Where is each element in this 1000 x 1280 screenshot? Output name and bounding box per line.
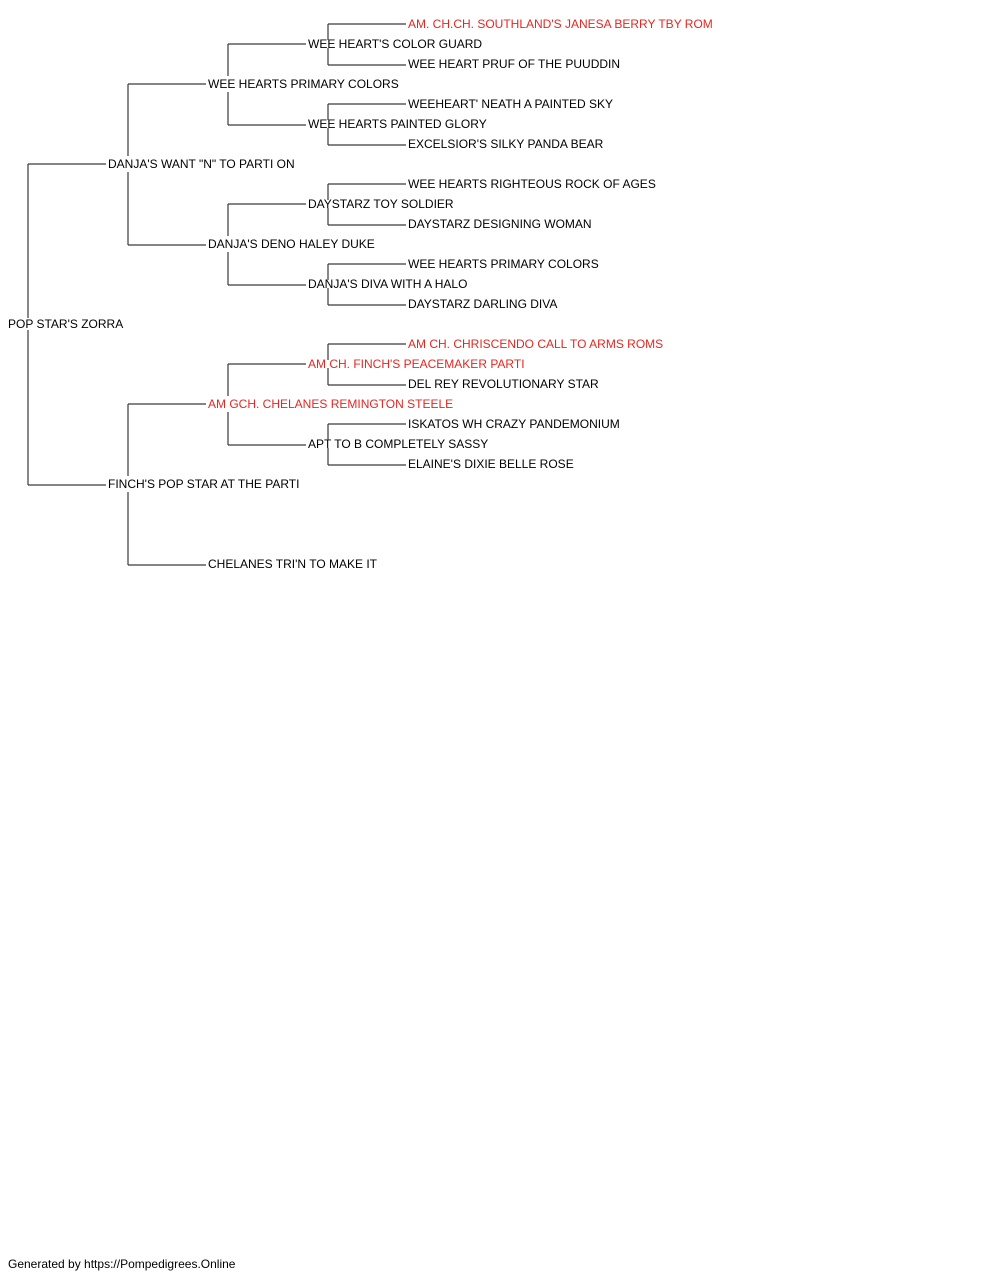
dog-name-wee-hearts-painted-glory: WEE HEARTS PAINTED GLORY bbox=[308, 117, 487, 131]
dog-name-wee-hearts-primary-colors: WEE HEARTS PRIMARY COLORS bbox=[408, 257, 599, 271]
dog-name-am-ch-finch-s-peacemaker-parti: AM CH. FINCH'S PEACEMAKER PARTI bbox=[308, 357, 525, 371]
dog-name-iskatos-wh-crazy-pandemonium: ISKATOS WH CRAZY PANDEMONIUM bbox=[408, 417, 620, 431]
dog-name-daystarz-darling-diva: DAYSTARZ DARLING DIVA bbox=[408, 297, 557, 311]
dog-name-wee-hearts-righteous-rock-of-ages: WEE HEARTS RIGHTEOUS ROCK OF AGES bbox=[408, 177, 656, 191]
dog-name-elaine-s-dixie-belle-rose: ELAINE'S DIXIE BELLE ROSE bbox=[408, 457, 574, 471]
dog-name-danja-s-deno-haley-duke: DANJA'S DENO HALEY DUKE bbox=[208, 237, 375, 251]
dog-name-danja-s-diva-with-a-halo: DANJA'S DIVA WITH A HALO bbox=[308, 277, 467, 291]
dog-name-pop-star-s-zorra: POP STAR'S ZORRA bbox=[8, 317, 123, 331]
dog-name-daystarz-designing-woman: DAYSTARZ DESIGNING WOMAN bbox=[408, 217, 592, 231]
dog-name-apt-to-b-completely-sassy: APT TO B COMPLETELY SASSY bbox=[308, 437, 488, 451]
dog-name-am-gch-chelanes-remington-steele: AM GCH. CHELANES REMINGTON STEELE bbox=[208, 397, 453, 411]
dog-name-del-rey-revolutionary-star: DEL REY REVOLUTIONARY STAR bbox=[408, 377, 599, 391]
dog-name-weeheart-neath-a-painted-sky: WEEHEART' NEATH A PAINTED SKY bbox=[408, 97, 613, 111]
dog-name-chelanes-tri-n-to-make-it: CHELANES TRI'N TO MAKE IT bbox=[208, 557, 378, 571]
footer-credit: Generated by https://Pompedigrees.Online bbox=[8, 1257, 236, 1271]
dog-name-am-ch-ch-southland-s-janesa-berry-tby-rom: AM. CH.CH. SOUTHLAND'S JANESA BERRY TBY … bbox=[408, 17, 713, 31]
dog-name-wee-heart-s-color-guard: WEE HEART'S COLOR GUARD bbox=[308, 37, 482, 51]
dog-name-finch-s-pop-star-at-the-parti: FINCH'S POP STAR AT THE PARTI bbox=[108, 477, 299, 491]
dog-name-danja-s-want-n-to-parti-on: DANJA'S WANT "N" TO PARTI ON bbox=[108, 157, 295, 171]
dog-name-wee-heart-pruf-of-the-puuddin: WEE HEART PRUF OF THE PUUDDIN bbox=[408, 57, 620, 71]
dog-name-excelsior-s-silky-panda-bear: EXCELSIOR'S SILKY PANDA BEAR bbox=[408, 137, 604, 151]
dog-name-daystarz-toy-soldier: DAYSTARZ TOY SOLDIER bbox=[308, 197, 454, 211]
dog-name-am-ch-chriscendo-call-to-arms-roms: AM CH. CHRISCENDO CALL TO ARMS ROMS bbox=[408, 337, 663, 351]
dog-name-wee-hearts-primary-colors: WEE HEARTS PRIMARY COLORS bbox=[208, 77, 399, 91]
